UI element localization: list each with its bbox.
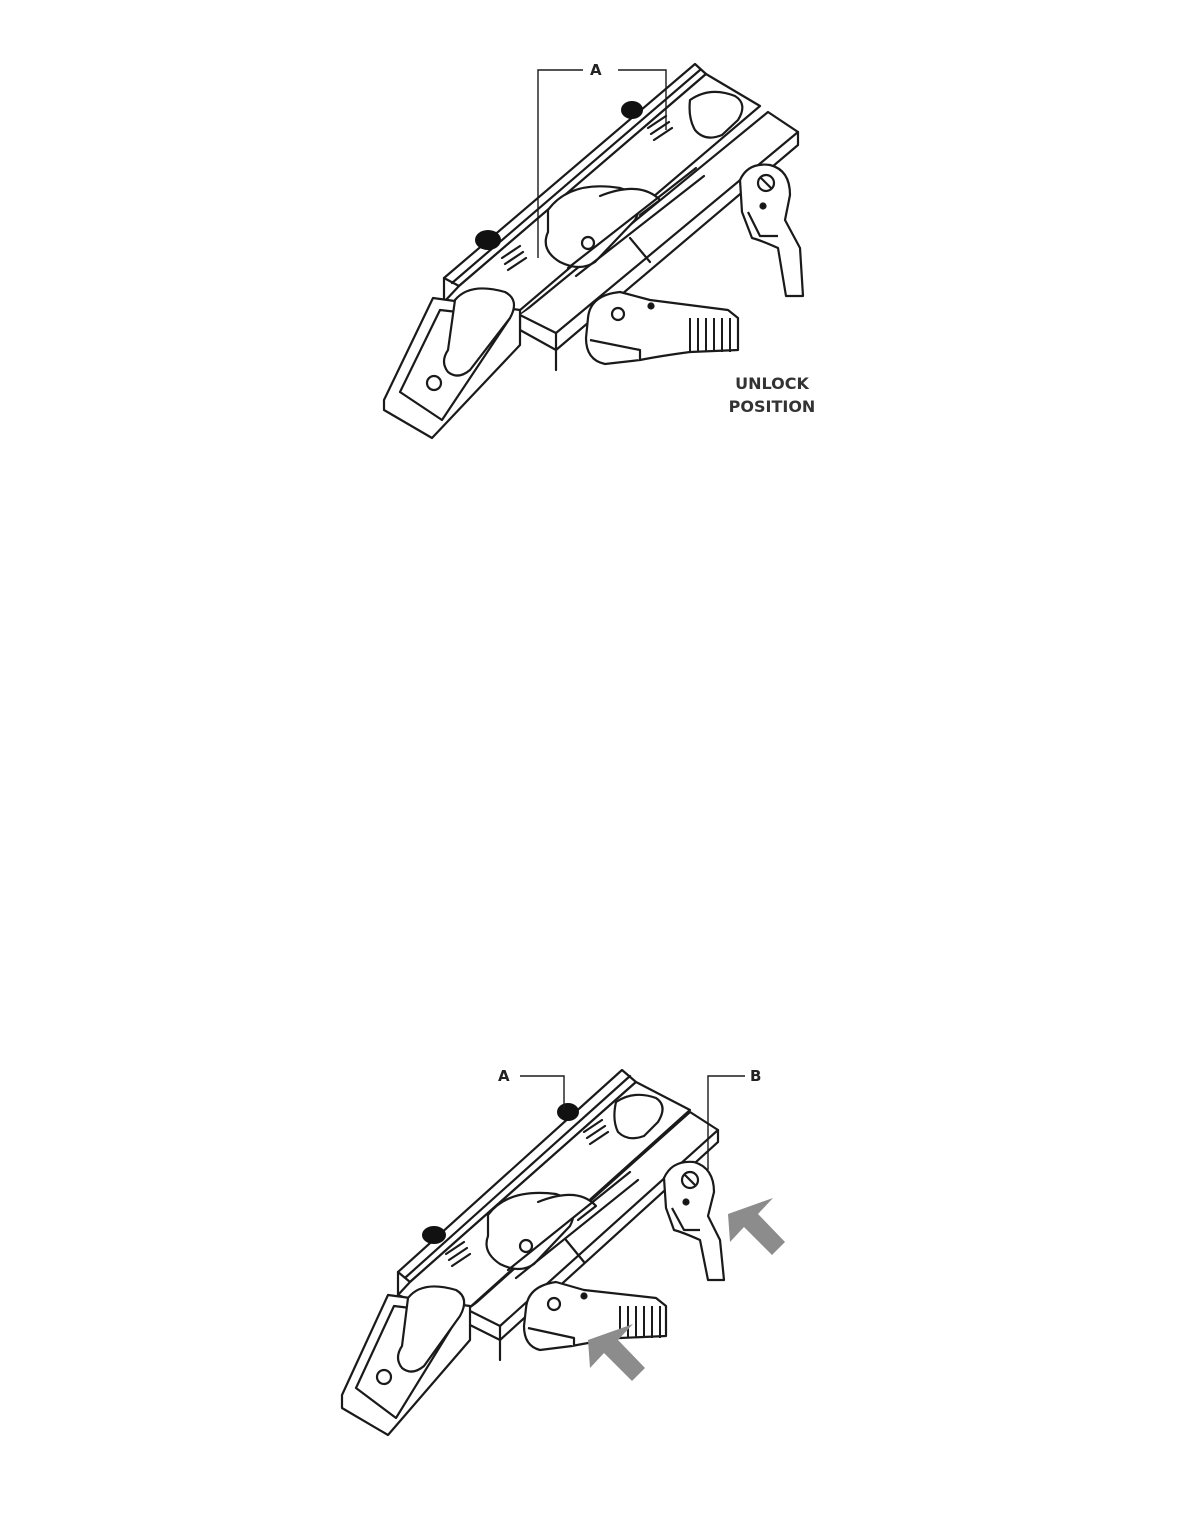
mount-drawing-bottom	[0, 1040, 1190, 1510]
screw-hole-1	[377, 1370, 391, 1384]
callout-a-leader	[520, 1076, 564, 1110]
mount-diagram-lock: A B	[0, 1040, 1190, 1510]
lever-back	[740, 165, 803, 296]
knob-left	[422, 1226, 446, 1244]
knob-right	[557, 1103, 579, 1121]
mount-diagram-unlock: A UNLOCK POSITION	[0, 0, 1190, 470]
caption-line-2: POSITION	[722, 395, 822, 418]
unlock-position-caption: UNLOCK POSITION	[722, 372, 822, 418]
knob-left	[475, 230, 501, 250]
screw-hole-1	[427, 376, 441, 390]
lever-back	[664, 1162, 724, 1280]
caption-line-1: UNLOCK	[722, 372, 822, 395]
callout-label-a: A	[590, 63, 602, 78]
callout-b-leader	[708, 1076, 745, 1170]
lever-front	[586, 292, 738, 364]
push-arrow-back-icon	[728, 1198, 785, 1255]
screw-hole-2	[582, 237, 594, 249]
callout-label-b: B	[750, 1069, 761, 1084]
screw-hole-2	[520, 1240, 532, 1252]
callout-label-a: A	[498, 1069, 510, 1084]
slot-3	[690, 92, 743, 138]
knob-right	[621, 101, 643, 119]
